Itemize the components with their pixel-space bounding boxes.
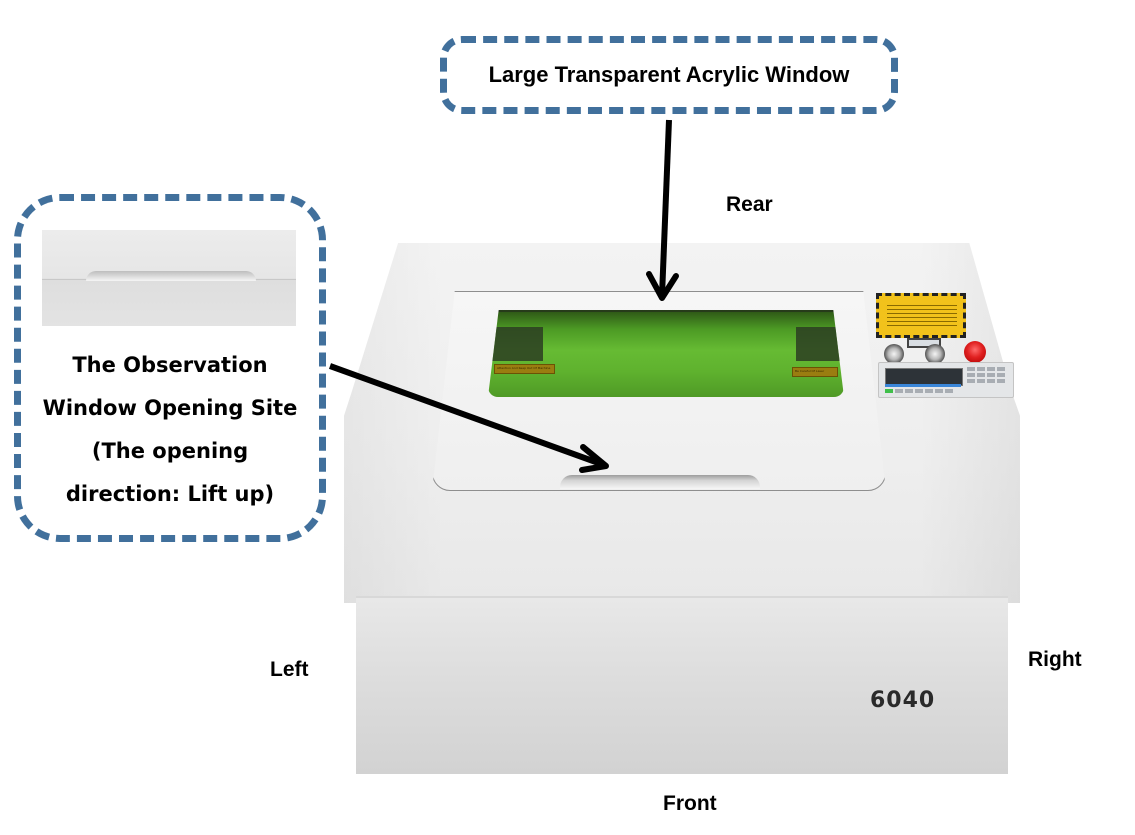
arrow-shaft <box>659 119 672 297</box>
acrylic-window: Attention And Keep Out Of Machine Be Car… <box>488 310 844 397</box>
arrow-shaft <box>328 363 606 468</box>
keypad-key[interactable] <box>977 367 985 371</box>
arrowhead <box>646 271 679 301</box>
control-keypad-panel <box>878 362 1014 398</box>
arrowhead <box>579 444 609 473</box>
callout-line: (The opening <box>91 439 249 463</box>
keypad-key[interactable] <box>967 379 975 383</box>
keypad-key[interactable] <box>977 379 985 383</box>
direction-label-rear: Rear <box>726 193 773 216</box>
warning-label <box>876 293 966 338</box>
callout-line: Window Opening Site <box>42 396 298 420</box>
keypad-key[interactable] <box>997 379 1005 383</box>
lcd-strip <box>885 384 961 387</box>
window-warning-tag-right: Be Careful Of Laser <box>792 367 838 377</box>
control-knob-2[interactable] <box>925 344 945 364</box>
arrow-to-handle <box>328 363 609 473</box>
direction-label-front: Front <box>663 792 717 815</box>
function-key[interactable] <box>915 389 923 393</box>
window-warning-tag-left: Attention And Keep Out Of Machine <box>494 364 555 374</box>
function-key[interactable] <box>945 389 953 393</box>
function-key[interactable] <box>905 389 913 393</box>
keypad-key[interactable] <box>977 373 985 377</box>
callout-acrylic-window: Large Transparent Acrylic Window <box>440 36 898 114</box>
function-key[interactable] <box>935 389 943 393</box>
emergency-stop-button[interactable] <box>964 341 986 363</box>
direction-label-right: Right <box>1028 648 1082 671</box>
warning-label-text-lines <box>887 302 957 329</box>
lid-handle[interactable] <box>560 475 760 489</box>
start-key[interactable] <box>885 389 893 393</box>
control-knob-1[interactable] <box>884 344 904 364</box>
function-key[interactable] <box>895 389 903 393</box>
keypad-key[interactable] <box>997 367 1005 371</box>
function-keys-row <box>885 389 953 393</box>
keypad-key[interactable] <box>967 373 975 377</box>
keypad-key[interactable] <box>997 373 1005 377</box>
callout-observation-window-text: The Observation Window Opening Site (The… <box>20 344 320 516</box>
callout-acrylic-window-label: Large Transparent Acrylic Window <box>488 62 850 87</box>
keypad-key[interactable] <box>967 367 975 371</box>
handle-closeup-image <box>42 230 296 326</box>
keypad-key[interactable] <box>987 379 995 383</box>
numeric-keypad <box>967 367 1005 383</box>
arrow-to-acrylic-window <box>646 119 679 301</box>
callout-line: direction: Lift up) <box>65 482 275 506</box>
machine-lower-body <box>356 596 1008 774</box>
window-inner-block-left <box>488 327 543 361</box>
model-number: 6040 <box>870 688 936 713</box>
status-display <box>907 338 941 348</box>
function-key[interactable] <box>925 389 933 393</box>
window-inner-block-right <box>796 327 844 361</box>
keypad-key[interactable] <box>987 373 995 377</box>
direction-label-left: Left <box>270 658 309 681</box>
closeup-handle-recess <box>86 271 256 281</box>
callout-line: The Observation <box>72 353 268 377</box>
keypad-key[interactable] <box>987 367 995 371</box>
